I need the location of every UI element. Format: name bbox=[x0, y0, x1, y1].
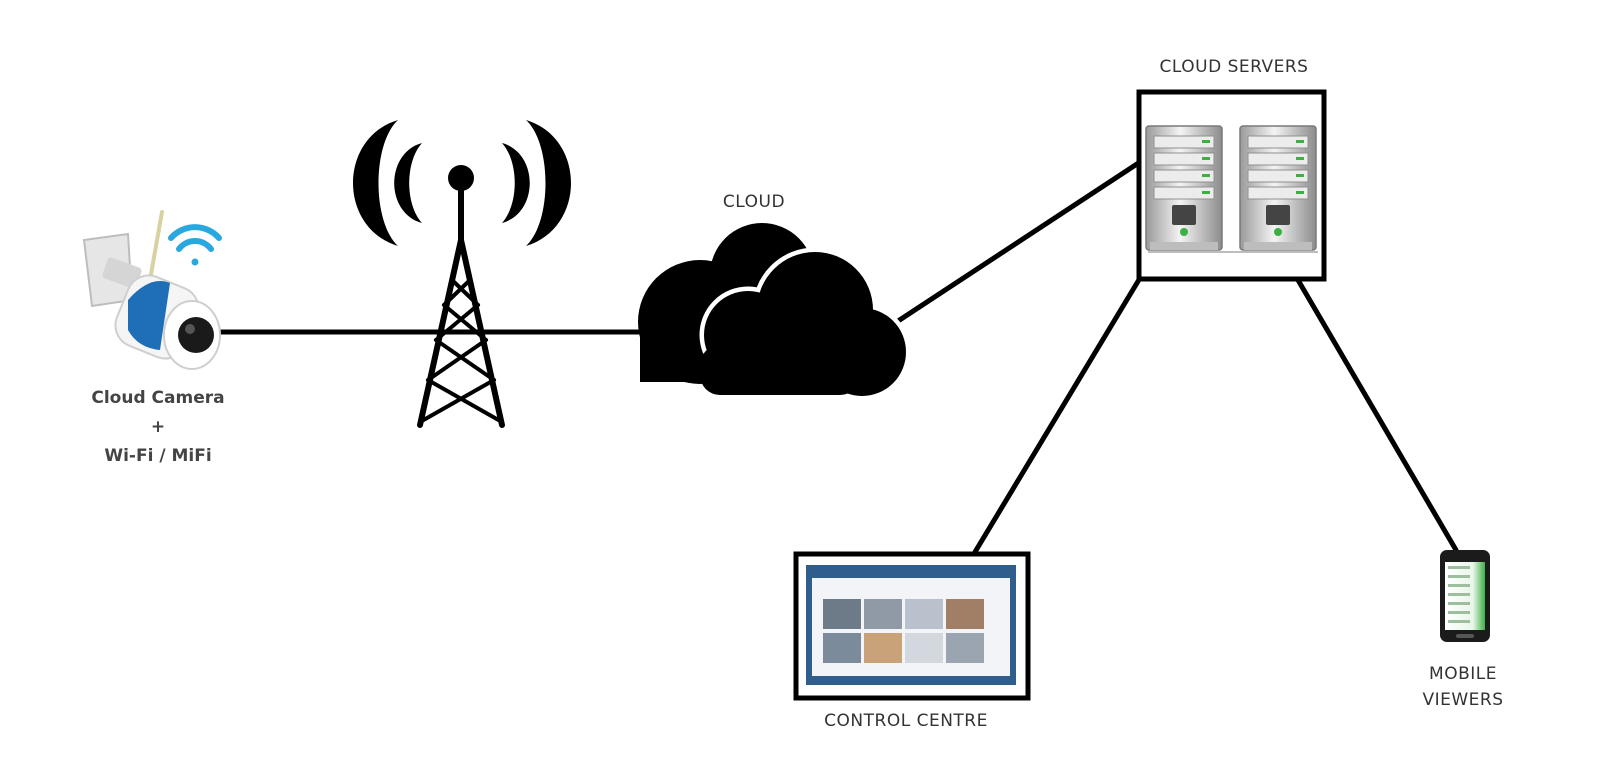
camera-label-line1: Cloud Camera bbox=[91, 388, 225, 408]
tower-signal-waves bbox=[353, 120, 571, 246]
server-icon bbox=[1145, 125, 1223, 251]
cloud-servers-label: CLOUD SERVERS bbox=[1159, 57, 1309, 77]
camera-feed-thumbnail bbox=[946, 633, 984, 663]
wifi-icon bbox=[168, 224, 222, 266]
tower-beacon bbox=[448, 165, 474, 191]
cell-tower-icon bbox=[353, 120, 571, 428]
camera-feed-thumbnail bbox=[823, 599, 861, 629]
mobile-phone-icon bbox=[1440, 550, 1490, 642]
camera-label: Cloud Camera + Wi-Fi / MiFi bbox=[58, 384, 258, 471]
camera-feed-thumbnail bbox=[823, 633, 861, 663]
mobile-viewers-label: MOBILE VIEWERS bbox=[1403, 661, 1523, 713]
camera-label-line3: Wi-Fi / MiFi bbox=[104, 446, 212, 466]
tower-lattice bbox=[417, 185, 505, 428]
camera-lens bbox=[178, 317, 214, 353]
mobile-label-line2: VIEWERS bbox=[1422, 690, 1504, 710]
server-icon bbox=[1239, 125, 1317, 251]
cloud-icon bbox=[638, 223, 911, 401]
cloud-label: CLOUD bbox=[722, 192, 786, 212]
camera-mount-arm bbox=[102, 257, 142, 289]
camera-icon bbox=[82, 210, 222, 370]
camera-antenna bbox=[148, 210, 164, 282]
link-servers-to-control-centre bbox=[972, 275, 1143, 555]
link-servers-to-mobile bbox=[1295, 277, 1459, 553]
camera-feed-thumbnail bbox=[905, 633, 943, 663]
connection-lines bbox=[217, 159, 1459, 555]
camera-band bbox=[128, 281, 170, 350]
link-cloud-to-servers bbox=[889, 159, 1143, 328]
camera-lens-glint bbox=[185, 324, 195, 334]
control-centre-label: CONTROL CENTRE bbox=[824, 711, 988, 731]
camera-feed-thumbnail bbox=[864, 599, 902, 629]
camera-label-line2: + bbox=[150, 417, 166, 437]
mobile-label-line1: MOBILE bbox=[1429, 664, 1497, 684]
camera-feed-thumbnail bbox=[946, 599, 984, 629]
control-centre-monitor-icon bbox=[793, 551, 1031, 701]
camera-feed-thumbnail bbox=[905, 599, 943, 629]
camera-feed-thumbnail bbox=[864, 633, 902, 663]
